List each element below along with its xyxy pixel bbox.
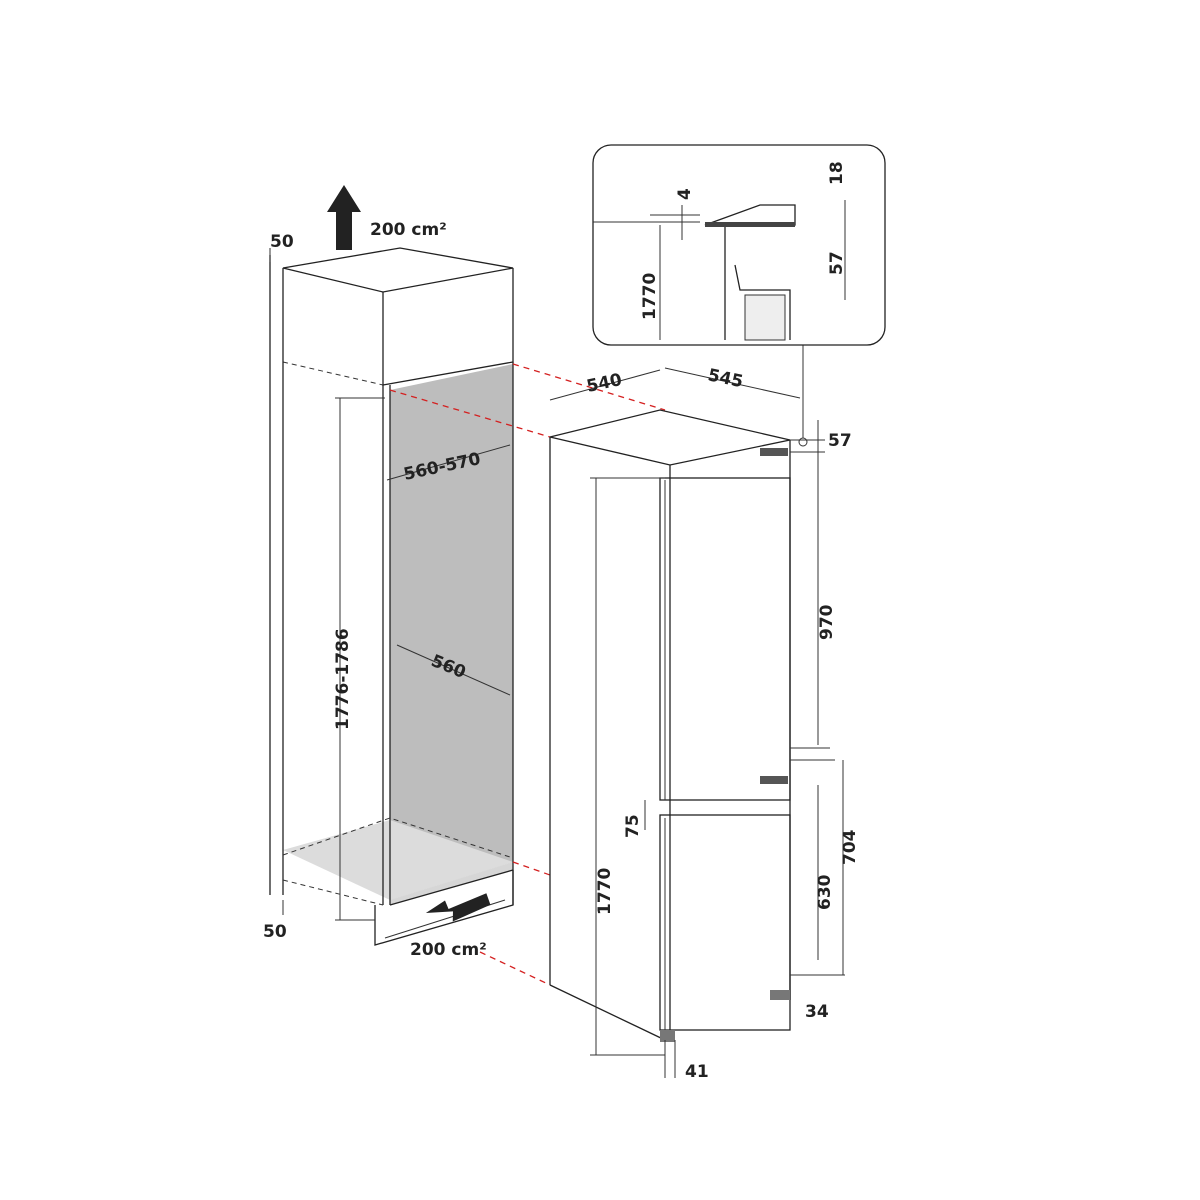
label-door-gap: 75 [623, 814, 643, 838]
label-bottom-vent: 200 cm² [410, 940, 487, 960]
label-total-height: 1770 [595, 868, 615, 915]
label-lower-door: 630 [815, 874, 835, 910]
label-foot-depth: 41 [685, 1062, 709, 1082]
arrow-up-icon [327, 185, 361, 250]
label-bottom-offset: 34 [805, 1002, 829, 1022]
fridge [549, 345, 808, 1042]
label-inset-height: 1770 [640, 273, 660, 320]
cabinet [269, 247, 514, 946]
label-lower-section: 704 [840, 829, 860, 865]
label-upper-door: 970 [817, 604, 837, 640]
upper-door [659, 477, 791, 801]
detail-inset [592, 144, 886, 346]
label-inset-bracket: 18 [827, 161, 847, 185]
label-inset-gap: 4 [675, 188, 695, 200]
label-inset-drop: 57 [827, 251, 847, 275]
label-top-offset: 57 [828, 431, 852, 451]
label-width: 540 [585, 370, 624, 397]
label-bottom-clearance: 50 [263, 922, 287, 942]
airflow-arrows [327, 185, 491, 922]
lower-door [659, 814, 791, 1031]
detail-marker [798, 437, 808, 447]
niche-floor [390, 862, 513, 905]
niche-back-wall [390, 364, 513, 900]
arrow-in-icon [425, 893, 491, 922]
label-top-clearance: 50 [270, 232, 294, 252]
top-hinge [760, 448, 788, 456]
alignment-guides [389, 363, 666, 986]
dimension-lines [269, 248, 845, 1078]
top-box-top [282, 247, 514, 293]
label-top-vent: 200 cm² [370, 220, 447, 240]
middle-hinge [760, 776, 788, 784]
label-depth: 545 [706, 365, 745, 392]
label-niche-height: 1776-1786 [333, 628, 353, 730]
